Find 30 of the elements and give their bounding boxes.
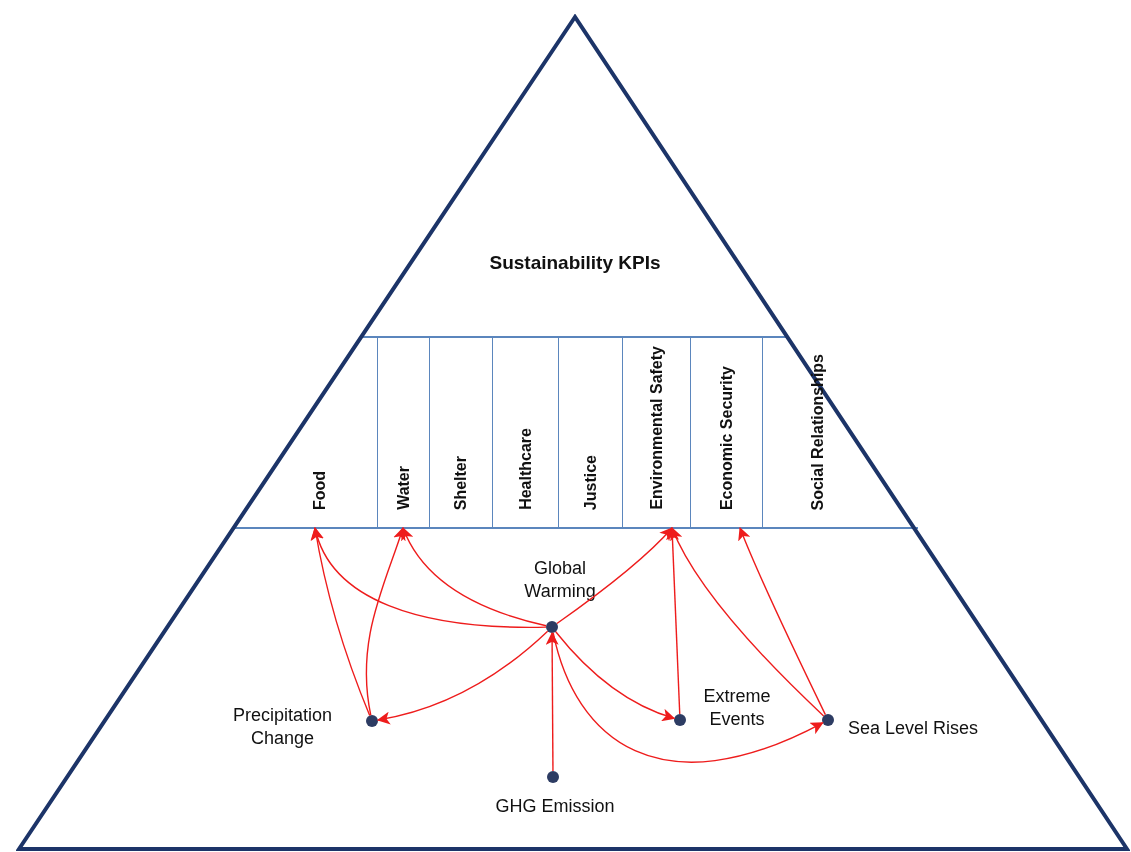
kpi-column: Water <box>377 337 429 528</box>
pyramid-triangle <box>16 14 1130 852</box>
kpi-column: Environmental Safety <box>622 337 690 528</box>
node-label: Precipitation Change <box>231 704 334 751</box>
arrow <box>556 527 673 625</box>
node-dot <box>822 714 834 726</box>
node-label: GHG Emission <box>494 795 616 818</box>
arrow <box>552 632 824 763</box>
kpi-column: Healthcare <box>492 337 558 528</box>
node-dot <box>674 714 686 726</box>
pyramid-title: Sustainability KPIs <box>488 251 662 275</box>
arrow <box>670 527 825 717</box>
kpi-column: Economic Security <box>690 337 762 528</box>
arrow <box>545 631 559 772</box>
kpi-column: Shelter <box>429 337 492 528</box>
kpi-column: Food <box>262 337 377 528</box>
node-label: Global Warming <box>523 557 597 604</box>
kpi-column: Social Relationships <box>762 337 872 528</box>
kpi-column: Justice <box>558 337 622 528</box>
node-dot <box>546 621 558 633</box>
node-label: Sea Level Rises <box>848 717 980 740</box>
node-label: Extreme Events <box>702 685 772 732</box>
arrow <box>312 526 547 628</box>
arrow <box>365 526 406 716</box>
arrow <box>401 527 547 627</box>
arrow <box>555 631 676 721</box>
node-dot <box>547 771 559 783</box>
node-dot <box>366 715 378 727</box>
arrow <box>376 630 549 725</box>
arrow <box>738 527 827 716</box>
